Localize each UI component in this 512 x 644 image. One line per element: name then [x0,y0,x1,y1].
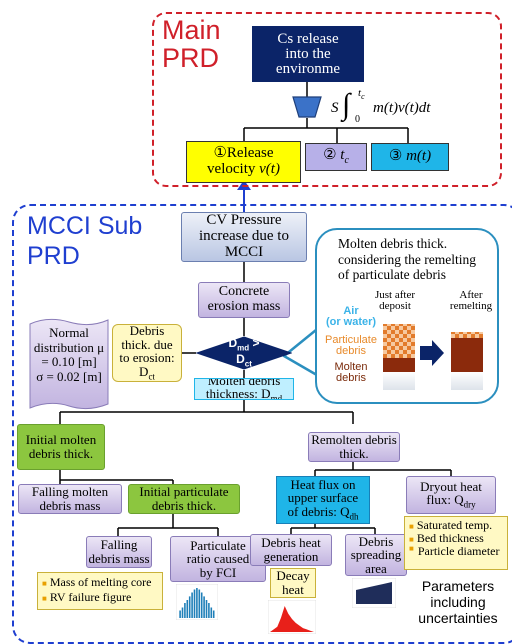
mt-var: m(t) [406,148,432,165]
histogram-thumbnail [176,584,218,620]
histogram-bar [181,607,184,618]
debris-spreading-box: Debris spreading area [345,534,407,576]
deposit-column-after [451,314,483,390]
air-label: Air (or water) [325,305,377,328]
diamond-top: Dmd > [228,336,260,353]
histogram-bar [212,610,215,618]
mcci-prd-label: MCCI Sub PRD [27,212,143,270]
tc-var: t [340,146,345,163]
after-remelting-label: After remelting [449,289,493,312]
falling-debris-box: Falling debris mass [86,536,152,568]
formula-body: m(t)v(t)dt [373,100,431,116]
histogram-bar [191,592,193,618]
histogram-bar [193,589,196,618]
histogram-bar [196,588,198,618]
and-gate-icon [292,96,322,118]
dryout-sub: dry [463,499,476,510]
release-velocity-label: ①Release velocity [207,145,274,177]
debris-heat-box: Debris heat generation [250,534,332,566]
histogram-bar [203,596,205,618]
comparison-diamond: Dmd > Dct [195,336,293,370]
mass-list-box: ■ Mass of melting core ■ RV failure figu… [37,572,163,610]
dryout-list-box: ■ Saturated temp. ■ Bed thickness ■Parti… [404,516,508,570]
tc-label: ② [323,146,341,163]
molten-thick-text: Molten debris thickness: D [205,378,281,400]
molten-thick-box: Molten debris thickness: Dmd [194,378,294,400]
release-velocity-box: ①Release velocity v(t) [186,141,301,183]
main-prd-label: Main PRD [162,15,221,74]
diamond-bottom: Dct [236,352,252,369]
normal-distribution-box: Normal distribution μ = 0.10 [m] σ = 0.0… [28,316,110,412]
integral-sign: ∫ [342,88,351,121]
spreading-area-thumbnail [352,578,396,608]
tc-box: ② tc [305,143,367,171]
main-prd-frame [152,12,502,187]
dryout-list-item: ■ Saturated temp. [409,518,493,532]
molten-thick-sub: md [270,393,283,400]
initial-particulate-box: Initial particulate debris thick. [128,484,240,514]
mass-list-item: ■ RV failure figure [42,590,132,604]
erosion-thick-sub: ct [148,371,155,382]
heat-flux-box: Heat flux on upper surface of debris: Qd… [276,476,370,524]
formula-lower: 0 [355,114,360,125]
dryout-box: Dryout heat flux: Qdry [406,476,496,514]
heat-flux-sub: dh [349,511,359,522]
dryout-list-item: ■Particle diameter [409,544,500,559]
decay-heat-box: Decay heat [270,568,316,598]
mass-list-item: ■ Mass of melting core [42,575,152,589]
parameters-note: Parameters including uncertainties [418,578,498,627]
erosion-thick-text: Debris thick. due to erosion: D [119,324,175,379]
callout-title: Molten debris thick. considering the rem… [338,236,476,283]
formula-s: S [331,100,339,116]
mt-label: ③ [388,148,407,165]
dryout-text: Dryout heat flux: Q [420,478,482,508]
particulate-label: Particulate debris [325,334,377,357]
histogram-bar [210,607,213,618]
decay-curve-area [270,606,314,632]
diamond-text: Dmd > Dct [196,336,292,370]
cv-pressure-box: CV Pressure increase due to MCCI [181,212,307,262]
release-integral-formula: S ∫ tc 0 m(t)v(t)dt [331,87,496,126]
normal-distribution-text: Normal distribution μ = 0.10 [m] σ = 0.0… [33,325,105,384]
formula-upper: tc [358,87,365,102]
histogram-bar [208,603,210,618]
mt-box: ③ m(t) [371,143,449,171]
initial-molten-box: Initial molten debris thick. [17,424,105,470]
decay-curve-thumbnail [268,600,316,634]
remolten-box: Remolten debris thick. [308,432,400,462]
heat-flux-text: Heat flux on upper surface of debris: Q [287,476,359,520]
histogram-bar [198,589,201,618]
histogram-bar [186,600,189,618]
tc-sub: c [344,154,349,166]
erosion-thick-box: Debris thick. due to erosion: Dct [112,324,182,382]
falling-molten-box: Falling molten debris mass [18,484,122,514]
concrete-erosion-box: Concrete erosion mass [198,282,290,318]
histogram-bar [205,600,208,618]
dryout-list-item: ■ Bed thickness [409,531,484,546]
right-arrow-icon [420,340,444,366]
molten-label: Molten debris [334,361,368,384]
histogram-bar [188,596,191,618]
just-after-deposit-label: Just after deposit [374,289,415,312]
histogram-bar [184,603,186,618]
histogram-bar [200,592,203,618]
histogram-bar [179,610,181,618]
deposit-column-before [383,314,415,390]
cs-release-box: Cs release into the environme [252,26,364,82]
release-velocity-var: v(t) [259,161,280,177]
